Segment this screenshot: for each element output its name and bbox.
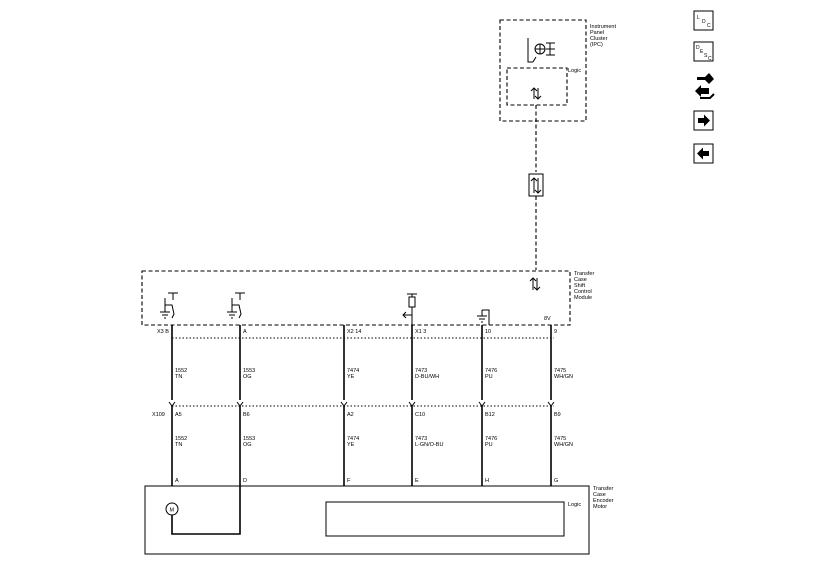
- module-pin-label: 9: [554, 329, 557, 335]
- circuit-number: 1552: [175, 436, 187, 442]
- ground-10-icon: [477, 309, 490, 325]
- inline-pin-label: B9: [554, 412, 561, 418]
- end-pin-label: F: [347, 478, 351, 484]
- transfer-case-shift-control-module[interactable]: Transfer Case Shift Control Module: [141, 270, 596, 326]
- svg-text:C: C: [708, 56, 712, 62]
- svg-text:S: S: [704, 53, 708, 59]
- end-pin-label: D: [243, 478, 247, 484]
- svg-text:L: L: [697, 15, 700, 21]
- end-pin-label: A: [175, 478, 179, 484]
- inline-pin-label: B12: [485, 412, 495, 418]
- circuit-number: 1552: [175, 368, 187, 374]
- inline-pin-label: A2: [347, 412, 354, 418]
- circuit-number: 7473: [415, 368, 427, 374]
- ipc-logic-box: [506, 67, 568, 106]
- module-pin-label: X2 14: [347, 329, 361, 335]
- previous-page-button[interactable]: [693, 143, 714, 164]
- desc-button[interactable]: D E S C: [693, 41, 714, 62]
- voltage-label: 8V: [544, 316, 551, 322]
- inline-terminal: [547, 401, 555, 407]
- inline-terminal: [340, 401, 348, 407]
- tcscm-data-arrows-icon: [529, 277, 541, 291]
- circuit-number: 7476: [485, 436, 497, 442]
- ipc-data-arrows-icon: [530, 87, 542, 100]
- inline-terminal: [408, 401, 416, 407]
- ipc-box: [499, 19, 587, 122]
- motor-icon: M: [165, 502, 179, 516]
- wire-color: PU: [485, 374, 493, 380]
- wire-color: WH/GN: [554, 442, 573, 448]
- connector-map-button[interactable]: [695, 73, 715, 99]
- wire-color: D-BU/WH: [415, 374, 439, 380]
- module-pin-label: A: [243, 329, 247, 335]
- wire-color: WH/GN: [554, 374, 573, 380]
- arrow-right-icon: [698, 114, 710, 127]
- ipc-logic-label: Logic: [568, 68, 581, 74]
- svg-text:E: E: [700, 49, 704, 55]
- wire-color: YE: [347, 374, 355, 380]
- wire-color: YE: [347, 442, 355, 448]
- instrument-panel-cluster[interactable]: Instrument Panel Cluster (IPC) Logic: [499, 19, 618, 122]
- pullup-resistor-icon: [402, 293, 417, 325]
- wire-color: L-GN/O-BU: [415, 442, 443, 448]
- circuit-number: 7475: [554, 368, 566, 374]
- circuit-number: 7474: [347, 436, 359, 442]
- svg-text:C: C: [707, 23, 711, 29]
- circuit-number: 7474: [347, 368, 359, 374]
- circuit-number: 1553: [243, 436, 255, 442]
- ldc-button[interactable]: L D C: [693, 10, 714, 31]
- encoder-box: [144, 485, 590, 555]
- wire-color: TN: [175, 374, 182, 380]
- encoder-logic-box: [325, 501, 565, 537]
- svg-text:D: D: [702, 19, 706, 25]
- transfer-case-encoder-motor[interactable]: Logic Transfer Case Encoder Motor M: [144, 485, 615, 555]
- wire-color: PU: [485, 442, 493, 448]
- end-pin-label: H: [485, 478, 489, 484]
- end-pin-label: E: [415, 478, 419, 484]
- module-pin-label: X1 3: [415, 329, 426, 335]
- inline-pin-label: C10: [415, 412, 425, 418]
- module-pin-label: X3 B: [157, 329, 169, 335]
- inline-terminal: [236, 401, 244, 407]
- inline-terminal: [168, 401, 176, 407]
- module-pin-label: 10: [485, 329, 491, 335]
- inline-connector-label: X109: [152, 412, 165, 418]
- inline-pin-label: B6: [243, 412, 250, 418]
- serial-data-symbol-icon: [528, 173, 544, 197]
- circuit-number: 7476: [485, 368, 497, 374]
- indicator-lamp-icon: [527, 38, 555, 63]
- inline-terminal: [478, 401, 486, 407]
- tcscm-box: [141, 270, 571, 326]
- svg-text:D: D: [696, 45, 700, 51]
- end-pin-label: G: [554, 478, 558, 484]
- tcscm-label: Transfer Case Shift Control Module: [574, 271, 596, 301]
- ipc-label: Instrument Panel Cluster (IPC): [590, 24, 618, 48]
- wire-color: OG: [243, 442, 252, 448]
- arrow-left-icon: [697, 147, 709, 160]
- wire-color: TN: [175, 442, 182, 448]
- wire-color: OG: [243, 374, 252, 380]
- switch-ground-1-icon: [160, 292, 178, 319]
- circuit-number: 1553: [243, 368, 255, 374]
- sidebar-toolbar: L D C D E S C: [693, 10, 715, 164]
- circuit-number: 7475: [554, 436, 566, 442]
- motor-label: M: [170, 508, 175, 514]
- next-page-button[interactable]: [693, 110, 714, 131]
- motor-return-wire: [171, 486, 241, 535]
- encoder-label: Transfer Case Encoder Motor: [593, 486, 615, 510]
- circuit-number: 7473: [415, 436, 427, 442]
- encoder-logic-label: Logic: [568, 502, 581, 508]
- inline-pin-label: A5: [175, 412, 182, 418]
- switch-ground-2-icon: [227, 292, 245, 319]
